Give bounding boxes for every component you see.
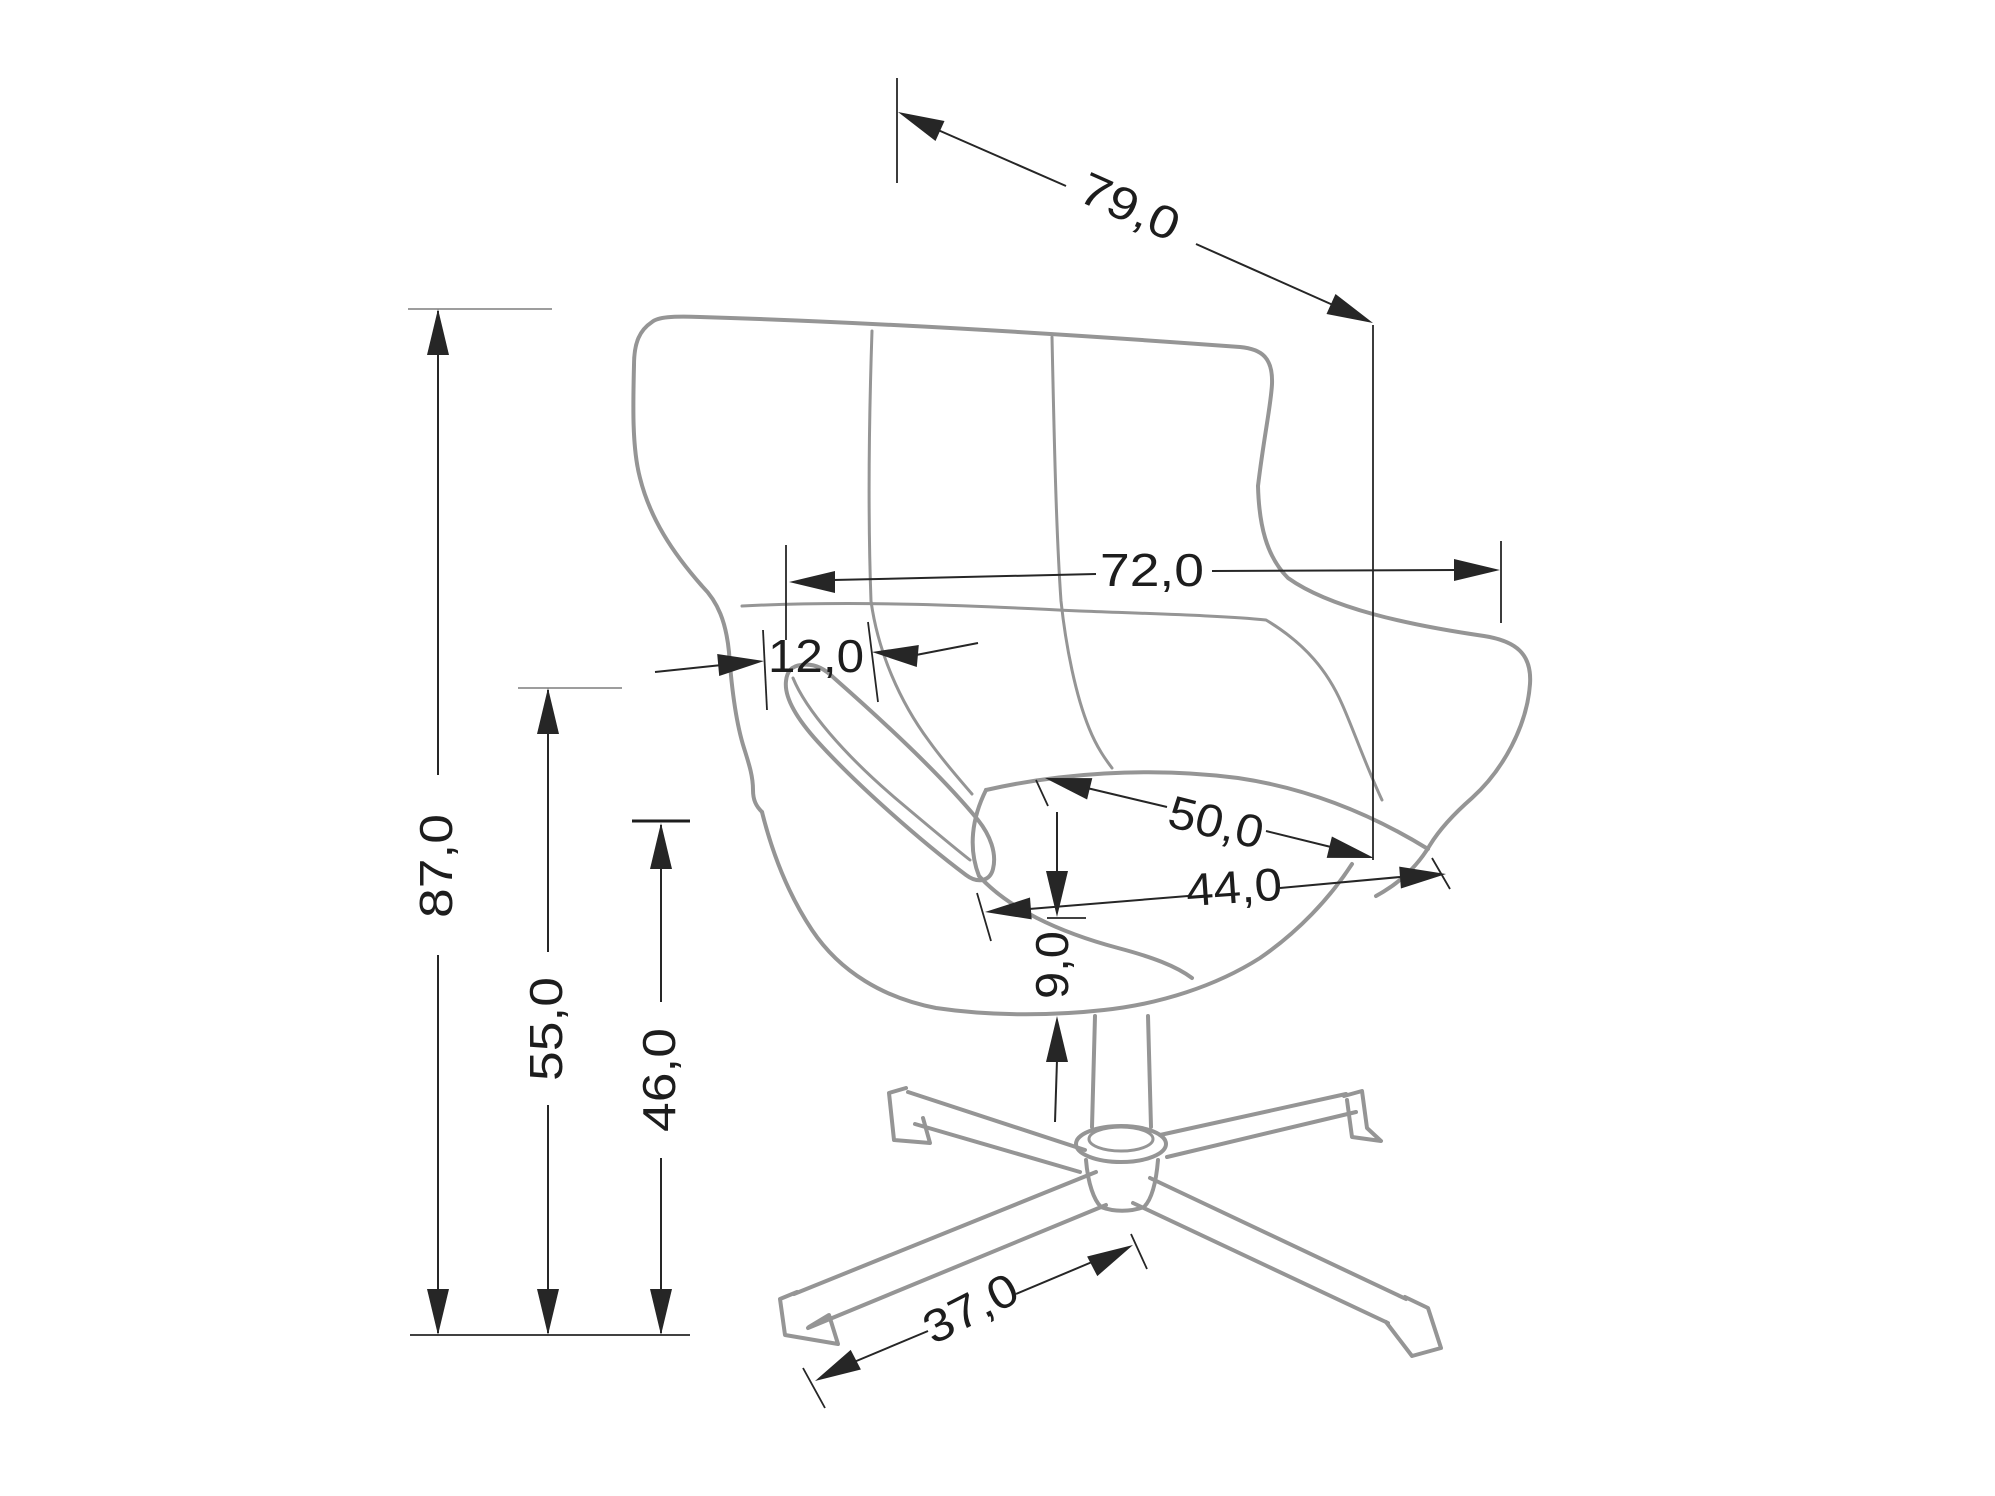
dimension-armrest-width-12: 12,0 <box>654 621 979 711</box>
dim-72-label: 72,0 <box>1100 544 1204 596</box>
chair-foot-front-right <box>1384 1295 1443 1358</box>
dim-44-label: 44,0 <box>1184 858 1283 917</box>
chair-leg-front-left <box>792 1170 1108 1330</box>
dim-37-tick-right <box>1130 1233 1148 1270</box>
chair-left-armrest-pad <box>783 662 997 883</box>
dim-50-line-a <box>1086 787 1168 808</box>
dimension-depth-79: 79,0 <box>896 78 1374 860</box>
chair-seat-shell <box>760 810 1354 1017</box>
dimension-height-46: 46,0 <box>632 819 690 1335</box>
chair-gas-lift <box>1090 1014 1153 1129</box>
dim-72-arrowhead-left <box>789 571 835 593</box>
dim-79-arrowhead-upper <box>898 112 945 141</box>
dim-87-label: 87,0 <box>410 814 462 918</box>
dim-72-arrowhead-right <box>1454 559 1500 581</box>
dim-50-arrowhead-left <box>1045 778 1093 800</box>
dim-12-tick-right <box>867 621 879 703</box>
dimension-seat-thickness-9: 9,0 <box>1026 812 1086 1123</box>
dim-72-line-b <box>1211 569 1457 572</box>
dim-37-tick-left <box>802 1367 826 1409</box>
dimension-seat-width-44: 44,0 <box>976 857 1451 942</box>
dim-50-line-b <box>1265 830 1336 849</box>
dimension-width-72: 72,0 <box>785 541 1502 640</box>
dimension-height-87: 87,0 <box>408 308 552 1335</box>
chair-leg-front-right <box>1131 1176 1408 1325</box>
chair-foot-front-left <box>778 1290 840 1346</box>
chair-foot-back-right <box>1342 1089 1383 1143</box>
dim-9-label: 9,0 <box>1026 931 1078 999</box>
dim-37-line-b <box>1015 1261 1093 1295</box>
dim-46-label: 46,0 <box>633 1028 685 1132</box>
dim-44-arrowhead-right <box>1399 866 1446 889</box>
chair-outline-group <box>631 314 1533 1358</box>
chair-leg-back-left <box>906 1090 1087 1174</box>
dim-44-line-b <box>1279 876 1401 889</box>
chair-right-armrest <box>1256 484 1533 898</box>
dim-46-arrowhead-bottom <box>650 1289 672 1335</box>
dim-9-arrowhead-down <box>1046 871 1068 917</box>
dim-12-label: 12,0 <box>768 630 864 682</box>
chair-foot-back-left <box>887 1086 932 1145</box>
chair-backrest-seam-left <box>867 329 974 796</box>
dim-12-tail-left <box>654 664 723 673</box>
dim-44-arrowhead-left <box>985 897 1032 920</box>
chair-left-armrest-pad-seam <box>791 676 972 862</box>
dim-55-arrowhead-bottom <box>537 1289 559 1335</box>
chair-hub-ring-outer <box>1074 1124 1168 1164</box>
chair-lumbar-seam <box>740 601 1384 802</box>
dim-12-arrowhead-left <box>717 654 764 676</box>
dim-79-label: 79,0 <box>1072 162 1188 252</box>
dim-79-arrowhead-lower <box>1326 294 1373 323</box>
dim-79-line-a <box>937 129 1067 187</box>
dim-37-arrowhead-left <box>815 1349 861 1381</box>
dim-44-tick-left <box>976 892 992 942</box>
dim-79-line-b <box>1195 243 1334 306</box>
chair-seat-front-edge <box>970 788 1194 980</box>
dim-9-line-lower <box>1054 1059 1058 1123</box>
dim-87-arrowhead-bottom <box>427 1289 449 1335</box>
dim-55-label: 55,0 <box>520 977 572 1081</box>
dim-50-arrowhead-right <box>1326 836 1374 858</box>
dim-37-arrowhead-right <box>1087 1245 1133 1277</box>
dimension-height-55: 55,0 <box>518 687 622 1335</box>
dim-12-tick-left <box>762 629 768 711</box>
dim-72-line-a <box>832 573 1097 581</box>
chair-leg-back-right <box>1158 1092 1358 1159</box>
chair-backrest-outline <box>631 314 1275 814</box>
dim-50-label: 50,0 <box>1163 785 1269 859</box>
dim-9-arrowhead-up <box>1046 1016 1068 1062</box>
dim-50-tick-left <box>1035 779 1049 807</box>
dim-37-line-a <box>853 1330 929 1363</box>
dimension-seat-depth-50: 50,0 <box>1035 778 1374 859</box>
dim-12-arrowhead-right <box>872 645 919 667</box>
chair-hub-ring-inner <box>1087 1125 1155 1153</box>
dim-12-tail-right <box>915 642 979 656</box>
chair-backrest-seam-right <box>1050 335 1114 770</box>
chair-hub-cup <box>1084 1158 1160 1213</box>
